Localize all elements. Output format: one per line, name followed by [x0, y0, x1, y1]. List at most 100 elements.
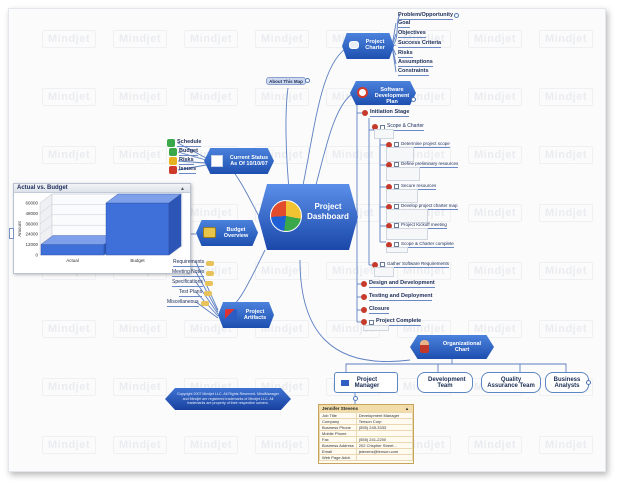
watermark-text: Mindjet [539, 320, 593, 338]
project-manager-box[interactable]: Project Manager [334, 372, 398, 393]
business-analysts-box[interactable]: Business Analysts [545, 372, 589, 393]
watermark-text: Mindjet [184, 88, 238, 106]
y-tick-label: 0 [35, 253, 38, 258]
phase-label: Testing and Deployment [369, 293, 433, 301]
central-title: Project Dashboard [307, 202, 349, 221]
expand-toggle[interactable] [454, 13, 459, 18]
task-item[interactable]: Secure resources [386, 183, 437, 190]
development-team-box[interactable]: Development Team [417, 372, 473, 393]
central-topic[interactable]: Project Dashboard [258, 184, 358, 250]
charter-item[interactable]: Goal [398, 20, 411, 28]
watermark-text: Mindjet [255, 30, 309, 48]
folder-icon [200, 300, 209, 306]
charter-item[interactable]: Assumptions [398, 59, 433, 67]
software-plan-label: Software Development Plan [374, 87, 410, 105]
yellow-flag-icon [169, 157, 177, 165]
flag-icon [386, 141, 392, 148]
phase-item[interactable]: Design and Development [361, 280, 435, 288]
status-item-risks[interactable]: Risks [169, 157, 194, 165]
flag-icon [386, 203, 392, 210]
contact-field-value[interactable] [355, 454, 414, 461]
status-label: Schedule [177, 139, 202, 147]
phase-item[interactable]: Closure [361, 306, 390, 314]
bar-side [168, 193, 182, 256]
y-tick-label: 60000 [25, 201, 38, 206]
initiation-stage[interactable]: Initiation Stage [362, 109, 410, 117]
budget-overview-topic[interactable]: Budget Overview [196, 220, 258, 246]
watermark-text: Mindjet [397, 262, 451, 280]
y-tick-label: 12000 [25, 242, 38, 247]
collapse-icon[interactable]: ▲ [405, 406, 409, 411]
chart-side-tab[interactable] [9, 228, 14, 239]
watermark-text: Mindjet [42, 436, 96, 454]
contact-field-label: Business Phone [319, 424, 357, 431]
project-artifacts-label: Project Artifacts [243, 309, 267, 321]
qa-team-label: Quality Assurance Team [487, 376, 535, 389]
folder-icon [204, 280, 213, 286]
chart-title: Actual vs. Budget [17, 185, 68, 191]
artifact-label: Test Plans [179, 289, 203, 297]
qa-team-box[interactable]: Quality Assurance Team [481, 372, 541, 393]
flag-icon [361, 294, 367, 300]
watermark-text: Mindjet [255, 320, 309, 338]
watermark-text: Mindjet [468, 436, 522, 454]
contact-header: Jennifer Stevens ▲ [319, 405, 413, 412]
expand-toggle[interactable] [411, 97, 416, 102]
charter-item[interactable]: Objectives [398, 30, 426, 38]
charter-item[interactable]: Problem/Opportunity [398, 12, 453, 20]
project-complete[interactable]: Project Complete [361, 318, 422, 326]
status-item-budget[interactable]: Budget [169, 148, 198, 156]
y-axis-label: Amount [17, 220, 22, 236]
flag-icon [372, 261, 378, 268]
green-flag-icon [167, 139, 175, 147]
contact-row: Web Page Addr. [319, 454, 414, 461]
charter-item[interactable]: Constraints [398, 68, 429, 76]
watermark-text: Mindjet [468, 30, 522, 48]
task-detail-note [386, 209, 428, 223]
artifact-item[interactable]: Test Plans [179, 289, 213, 297]
task-item[interactable]: Determine project scope [386, 141, 450, 148]
artifact-item[interactable]: Meeting Notes [172, 269, 215, 277]
checkbox-icon [380, 262, 385, 267]
watermark-text: Mindjet [539, 204, 593, 222]
pie-chart-icon [270, 200, 302, 232]
task-item[interactable]: Define preliminary resources [386, 161, 459, 168]
watermark-text: Mindjet [113, 30, 167, 48]
artifact-item[interactable]: Miscellaneous [167, 299, 209, 307]
watermark-text: Mindjet [113, 378, 167, 396]
project-charter-topic[interactable]: Project Charter [342, 33, 394, 59]
task-item[interactable]: Scope & Charter complete [386, 241, 454, 248]
task-label: Define preliminary resources [401, 161, 459, 168]
watermark-text: Mindjet [255, 88, 309, 106]
gather-requirements[interactable]: Gather Software Requirements [372, 261, 450, 268]
task-detail-note [386, 228, 428, 240]
status-item-issues[interactable]: Issues [169, 166, 197, 174]
task-item[interactable]: Develop project charter map [386, 203, 458, 210]
current-status-topic[interactable]: Current Status As Of 10/10/07 [204, 148, 274, 174]
expand-toggle[interactable] [586, 380, 591, 385]
artifact-label: Specifications [172, 279, 203, 287]
watermark-text: Mindjet [184, 320, 238, 338]
org-chart-topic[interactable]: Organizational Chart [410, 335, 494, 359]
project-artifacts-topic[interactable]: Project Artifacts [218, 302, 274, 328]
status-item-schedule[interactable]: Schedule [167, 139, 202, 147]
status-label: Risks [179, 157, 194, 165]
expand-toggle[interactable] [305, 78, 310, 83]
about-this-map-topic[interactable]: About This Map [266, 77, 306, 85]
task-detail-note [374, 267, 394, 277]
watermark-text: Mindjet [113, 436, 167, 454]
checkbox-icon [394, 204, 399, 209]
artifact-item[interactable]: Requirements [173, 259, 215, 267]
bar-front [105, 202, 170, 256]
software-plan-topic[interactable]: Software Development Plan [350, 81, 416, 105]
phase-item[interactable]: Testing and Deployment [361, 293, 433, 301]
charter-item[interactable]: Risks [398, 50, 413, 58]
expand-toggle[interactable] [353, 396, 358, 401]
artifact-item[interactable]: Specifications [172, 279, 213, 287]
collapse-icon[interactable]: ▲ [180, 186, 185, 192]
charter-item[interactable]: Success Criteria [398, 40, 442, 48]
task-label: Determine project scope [401, 141, 450, 148]
